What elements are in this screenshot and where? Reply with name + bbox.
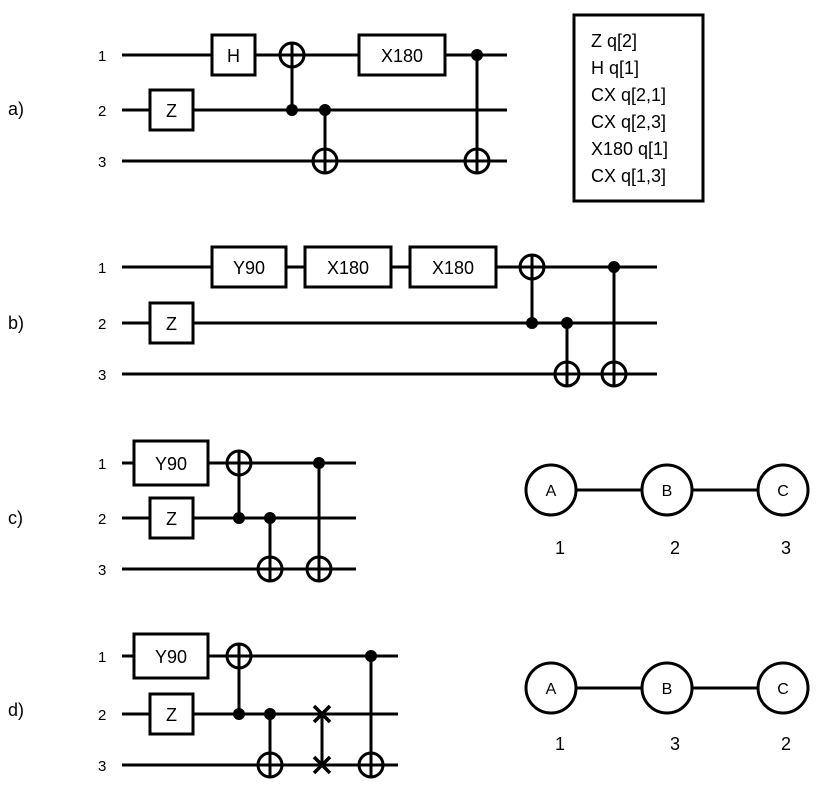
gate-label: X180 — [381, 46, 423, 66]
wire-label: 1 — [98, 456, 106, 473]
graph-node — [640, 661, 694, 715]
gate-y90: Y90 — [132, 439, 210, 487]
program-listing: Z q[2] H q[1] CX q[2,1] CX q[2,3] X180 q… — [572, 13, 705, 203]
gate-label: Y90 — [155, 454, 187, 474]
circuit-c: c) 1 2 3 Y90 Z — [8, 439, 810, 583]
wire-label: 2 — [98, 511, 106, 528]
node-label: B — [662, 681, 673, 698]
gate-label: Z — [166, 705, 177, 725]
control-dot — [233, 512, 245, 524]
graph-node — [756, 661, 810, 715]
program-line: H q[1] — [591, 58, 639, 78]
cnot-gate — [225, 449, 253, 524]
panel-label: c) — [8, 508, 23, 528]
cnot-gate — [256, 708, 284, 779]
gate-label: H — [227, 46, 240, 66]
circuit-a: a) 1 2 3 Z H — [8, 13, 705, 203]
wire-label: 1 — [98, 649, 106, 666]
control-dot — [313, 457, 325, 469]
cnot-gate — [256, 512, 284, 583]
cnot-gate — [311, 104, 339, 175]
node-label: A — [546, 483, 557, 500]
cnot-gate — [463, 49, 491, 175]
gate-label: Y90 — [155, 647, 187, 667]
gate-x180: X180 — [357, 33, 447, 77]
program-line: CX q[2,3] — [591, 112, 666, 132]
control-dot — [264, 708, 276, 720]
gate-label: Z — [166, 101, 177, 121]
cnot-gate — [278, 41, 306, 116]
gate-z: Z — [148, 301, 195, 345]
swap-gate — [312, 704, 332, 775]
cnot-gate — [305, 457, 333, 583]
program-line: X180 q[1] — [591, 139, 668, 159]
panel-label: d) — [8, 700, 24, 720]
wire-label: 3 — [98, 562, 106, 579]
wire-label: 3 — [98, 367, 106, 384]
graph-node — [524, 463, 578, 517]
qubit-graph: A B C 1 2 3 — [524, 463, 810, 558]
panel-label: a) — [8, 99, 24, 119]
circuit-d: d) 1 2 3 Y90 Z — [8, 632, 810, 779]
gate-h: H — [210, 33, 257, 77]
cnot-gate — [600, 261, 628, 388]
gate-z: Z — [148, 88, 195, 132]
node-label: A — [546, 681, 557, 698]
panel-label: b) — [8, 313, 24, 333]
mapping-label: 2 — [670, 538, 680, 558]
control-dot — [264, 512, 276, 524]
program-line: Z q[2] — [591, 31, 637, 51]
control-dot — [319, 104, 331, 116]
gate-y90: Y90 — [210, 245, 288, 289]
mapping-label: 2 — [781, 734, 791, 754]
gate-x180: X180 — [303, 245, 393, 289]
gate-z: Z — [148, 496, 195, 540]
cnot-gate — [225, 642, 253, 720]
wire-label: 3 — [98, 154, 106, 171]
gate-label: Z — [166, 314, 177, 334]
control-dot — [561, 317, 573, 329]
node-label: C — [777, 681, 789, 698]
gate-x180: X180 — [408, 245, 498, 289]
program-line: CX q[1,3] — [591, 166, 666, 186]
mapping-label: 3 — [781, 538, 791, 558]
wire-label: 3 — [98, 758, 106, 775]
gate-label: X180 — [327, 258, 369, 278]
mapping-label: 3 — [670, 734, 680, 754]
control-dot — [526, 317, 538, 329]
control-dot — [365, 650, 377, 662]
control-dot — [233, 708, 245, 720]
graph-node — [524, 661, 578, 715]
circuit-b: b) 1 2 3 Z Y90 X180 X180 — [8, 245, 657, 388]
graph-node — [640, 463, 694, 517]
cnot-gate — [357, 650, 385, 779]
control-dot — [471, 49, 483, 61]
mapping-label: 1 — [555, 538, 565, 558]
qubit-graph: A B C 1 3 2 — [524, 661, 810, 754]
gate-z: Z — [148, 692, 195, 736]
gate-y90: Y90 — [132, 632, 210, 680]
node-label: C — [777, 483, 789, 500]
wire-label: 1 — [98, 260, 106, 277]
gate-label: Z — [166, 509, 177, 529]
control-dot — [286, 104, 298, 116]
cnot-gate — [553, 317, 581, 388]
wire-label: 2 — [98, 103, 106, 120]
cnot-gate — [518, 253, 546, 329]
control-dot — [608, 261, 620, 273]
gate-label: X180 — [432, 258, 474, 278]
wire-label: 2 — [98, 316, 106, 333]
graph-node — [756, 463, 810, 517]
wire-label: 2 — [98, 707, 106, 724]
node-label: B — [662, 483, 673, 500]
gate-label: Y90 — [233, 258, 265, 278]
mapping-label: 1 — [555, 734, 565, 754]
wire-label: 1 — [98, 48, 106, 65]
program-line: CX q[2,1] — [591, 85, 666, 105]
